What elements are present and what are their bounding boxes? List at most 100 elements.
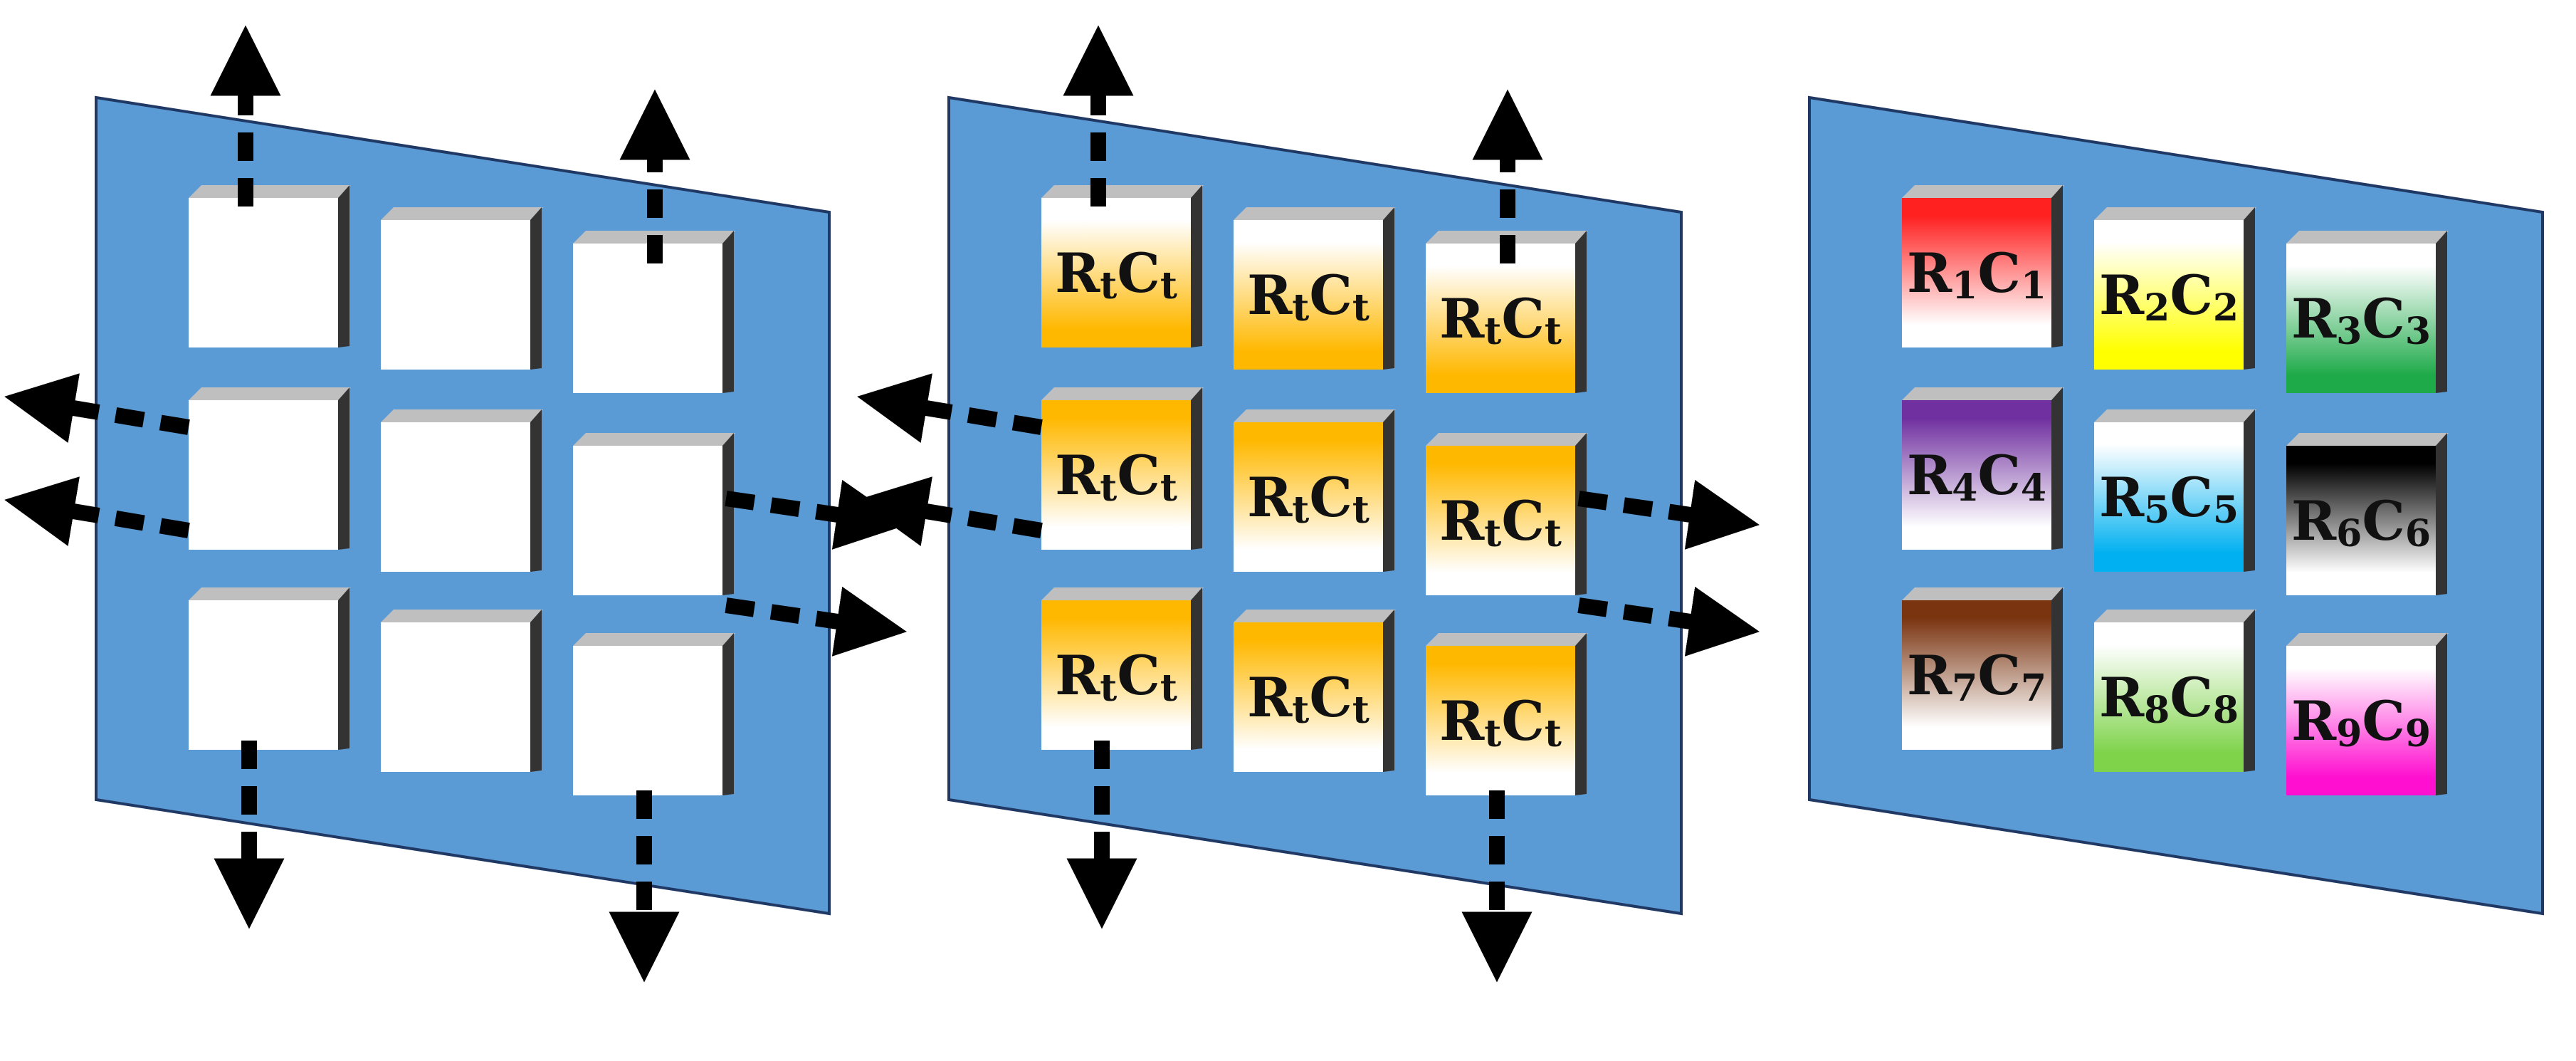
symbol: C: [2362, 287, 2405, 350]
tile-front-face: [189, 400, 338, 550]
tile-3-3: [2286, 633, 2449, 795]
tile-front-face: [189, 600, 338, 750]
tile-side-face: [722, 231, 734, 393]
tile-top-face: [381, 409, 543, 422]
arrow-left-upper: [857, 373, 1043, 443]
tile-top-face: [189, 587, 351, 600]
tile-top-face: [1902, 587, 2064, 600]
tile-label: R5C5: [2099, 466, 2239, 532]
symbol: C: [1501, 489, 1545, 553]
tile-front-face: [2286, 646, 2436, 795]
subscript: 5: [2213, 488, 2239, 532]
symbol: R: [2099, 666, 2145, 729]
symbol: R: [1439, 287, 1485, 350]
symbol: R: [2099, 263, 2145, 327]
tile-side-face: [2051, 387, 2063, 550]
subscript: 7: [1952, 667, 1977, 710]
subscript: t: [1292, 286, 1309, 330]
tile-1-3: [1426, 231, 1588, 393]
subscript: 4: [1952, 466, 1977, 510]
tile-label: RtCt: [1439, 489, 1562, 555]
subscript: t: [1545, 712, 1562, 756]
tile-top-face: [1426, 633, 1588, 646]
subscript: t: [1484, 512, 1501, 555]
tile-side-face: [338, 185, 349, 347]
arrow-right-lower: [725, 586, 907, 657]
tile-top-face: [189, 185, 351, 198]
tile-side-face: [1575, 231, 1587, 393]
subscript: t: [1484, 310, 1501, 353]
tile-side-face: [2051, 587, 2063, 750]
tile-1-1: [1902, 185, 2064, 347]
tile-side-face: [1575, 433, 1587, 595]
tile-side-face: [1575, 633, 1587, 795]
subscript: t: [1352, 286, 1370, 330]
tile-top-face: [2094, 207, 2256, 220]
tile-top-face: [573, 433, 735, 446]
tile-side-face: [1383, 409, 1394, 572]
arrow-right-upper: [1577, 479, 1760, 550]
tile-1-1: [189, 185, 351, 347]
symbol: R: [1055, 644, 1100, 707]
scenario-2-tiles: [1041, 185, 1588, 795]
tile-label: R8C8: [2099, 666, 2239, 732]
tile-label: RtCt: [1055, 241, 1177, 308]
tile-front-face: [1041, 600, 1191, 750]
tile-1-3: [2286, 231, 2449, 393]
symbol: C: [1501, 287, 1545, 350]
subscript: t: [1100, 264, 1117, 308]
tile-1-2: [1234, 207, 1396, 370]
tile-front-face: [1426, 646, 1575, 795]
symbol: C: [1977, 644, 2021, 707]
subscript: t: [1100, 667, 1117, 710]
arrow-left-lower: [4, 476, 190, 546]
tile-2-2: [1234, 409, 1396, 572]
tile-front-face: [381, 220, 530, 370]
subscript: 1: [1952, 264, 1977, 308]
symbol: R: [1439, 489, 1485, 553]
tile-front-face: [573, 446, 722, 595]
subscript: 5: [2144, 488, 2170, 532]
tile-side-face: [1383, 610, 1394, 772]
tile-front-face: [573, 244, 722, 393]
subscript: 4: [2021, 466, 2046, 510]
tile-top-face: [1902, 185, 2064, 198]
tile-side-face: [2244, 207, 2255, 370]
subscript: 2: [2144, 286, 2170, 330]
tile-label: RtCt: [1439, 689, 1562, 756]
tile-label: R4C4: [1907, 444, 2046, 510]
tile-front-face: [1234, 622, 1383, 772]
tile-2-2: [2094, 409, 2256, 572]
symbol: C: [1501, 689, 1545, 753]
subscript: t: [1100, 466, 1117, 510]
tile-top-face: [1234, 409, 1396, 422]
tile-front-face: [1426, 446, 1575, 595]
tile-side-face: [2436, 633, 2447, 795]
arrow-left-upper: [4, 373, 190, 443]
symbol: R: [1247, 466, 1293, 529]
tile-top-face: [573, 633, 735, 646]
tile-side-face: [2244, 610, 2255, 772]
scenario-3-tiles: [1902, 185, 2449, 795]
symbol: R: [1907, 241, 1952, 305]
subscript: 2: [2213, 286, 2239, 330]
symbol: C: [1309, 263, 1352, 327]
tile-top-face: [2286, 231, 2449, 244]
tile-front-face: [573, 646, 722, 795]
tile-side-face: [1191, 387, 1202, 550]
subscript: 9: [2336, 712, 2362, 756]
tile-top-face: [1234, 207, 1396, 220]
tile-1-2: [381, 207, 543, 370]
tile-2-2: [381, 409, 543, 572]
symbol: C: [1117, 444, 1160, 507]
symbol: R: [2291, 689, 2337, 753]
symbol: C: [1977, 444, 2021, 507]
subscript: t: [1160, 667, 1177, 710]
symbol: R: [1247, 263, 1293, 327]
tile-label: R6C6: [2291, 489, 2431, 555]
tile-side-face: [1191, 587, 1202, 750]
symbol: R: [2291, 489, 2337, 553]
tile-front-face: [2094, 422, 2244, 572]
